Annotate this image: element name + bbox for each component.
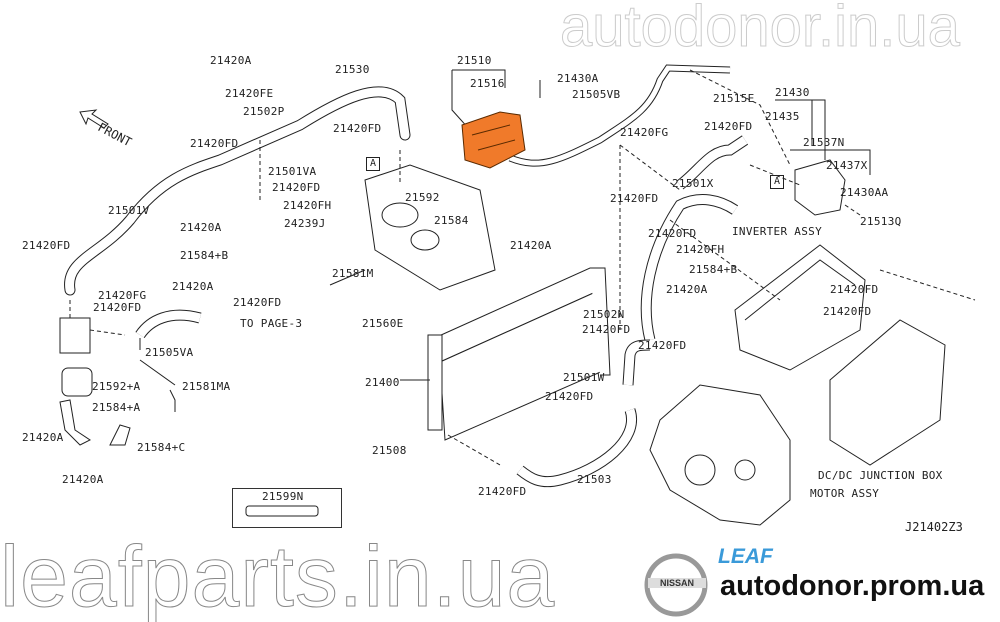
part-label: 21420FD bbox=[190, 137, 239, 150]
part-label: 21420FG bbox=[98, 289, 147, 302]
part-21599n-box bbox=[232, 488, 342, 528]
reservoir-21430 bbox=[794, 159, 846, 216]
part-label: 21420A bbox=[172, 280, 214, 293]
part-label: 21584+C bbox=[137, 441, 186, 454]
part-label: 21420FD bbox=[272, 181, 321, 194]
part-label: 21513Q bbox=[860, 215, 902, 228]
part-label: 21505VB bbox=[572, 88, 621, 101]
part-label: 21584 bbox=[434, 214, 469, 227]
part-label: 21501VA bbox=[268, 165, 317, 178]
reference-marker-a: A bbox=[366, 157, 380, 171]
front-arrow-icon bbox=[79, 109, 109, 129]
part-label: 21420FD bbox=[478, 485, 527, 498]
part-label: 21420A bbox=[62, 473, 104, 486]
part-label: 21537N bbox=[803, 136, 845, 149]
part-label: 21420FD bbox=[823, 305, 872, 318]
part-label: 21420FD bbox=[582, 323, 631, 336]
part-label: 21508 bbox=[372, 444, 407, 457]
part-label: 21420FH bbox=[676, 243, 725, 256]
model-name: LEAF bbox=[718, 545, 773, 568]
part-label: 21581M bbox=[332, 267, 374, 280]
part-label: 21560E bbox=[362, 317, 404, 330]
dcdc-junction-box bbox=[829, 319, 946, 466]
part-label: MOTOR ASSY bbox=[810, 487, 880, 500]
part-label: 21420FD bbox=[638, 339, 687, 352]
part-label: 21420FD bbox=[545, 390, 594, 403]
part-label: 21505VA bbox=[145, 346, 194, 359]
inverter-assy bbox=[734, 244, 866, 371]
part-label: 21430 bbox=[775, 86, 810, 99]
radiator-21400 bbox=[427, 267, 611, 441]
part-label: TO PAGE-3 bbox=[240, 317, 303, 330]
part-label: 21515E bbox=[713, 92, 755, 105]
part-label: 21501W bbox=[563, 371, 605, 384]
part-label: 21420A bbox=[210, 54, 252, 67]
part-label: 21420FD bbox=[333, 122, 382, 135]
part-label: 21420FE bbox=[225, 87, 274, 100]
part-label: INVERTER ASSY bbox=[732, 225, 822, 238]
part-label: 21420FD bbox=[648, 227, 697, 240]
part-label: 21584+A bbox=[92, 401, 141, 414]
part-label: 21581MA bbox=[182, 380, 231, 393]
nissan-logo-text: NISSAN bbox=[648, 578, 706, 588]
part-label: 21503 bbox=[577, 473, 612, 486]
part-label: 21592 bbox=[405, 191, 440, 204]
part-label: 21420FD bbox=[22, 239, 71, 252]
watermark-bottom: autodonor.in.ua bbox=[560, 0, 961, 59]
part-label: 21420FD bbox=[704, 120, 753, 133]
part-label: 21420FH bbox=[283, 199, 332, 212]
motor-assy bbox=[649, 384, 791, 526]
part-label: 21420A bbox=[666, 283, 708, 296]
part-label: 21516 bbox=[470, 77, 505, 90]
part-label: 21501V bbox=[108, 204, 150, 217]
part-label: 21420A bbox=[22, 431, 64, 444]
watermark-top: leafparts.in.ua bbox=[0, 529, 556, 622]
part-label: 21420FG bbox=[620, 126, 669, 139]
reference-marker-a: A bbox=[770, 175, 784, 189]
part-label: 21420A bbox=[180, 221, 222, 234]
part-label: 21592+A bbox=[92, 380, 141, 393]
part-label: 21584+B bbox=[689, 263, 738, 276]
part-label: 21599N bbox=[262, 490, 304, 503]
part-label: 24239J bbox=[284, 217, 326, 230]
part-label: DC/DC JUNCTION BOX bbox=[818, 469, 943, 482]
part-label: 21530 bbox=[335, 63, 370, 76]
part-label: 21420FD bbox=[610, 192, 659, 205]
part-label: 21430A bbox=[557, 72, 599, 85]
part-label: 21420FD bbox=[93, 301, 142, 314]
part-label: 21501X bbox=[672, 177, 714, 190]
part-label: 21420FD bbox=[830, 283, 879, 296]
reservoir-tank-21510 bbox=[461, 111, 526, 169]
part-label: 21510 bbox=[457, 54, 492, 67]
site-link[interactable]: autodonor.prom.ua bbox=[720, 570, 985, 602]
diagram-code: J21402Z3 bbox=[905, 520, 963, 534]
part-label: 21502N bbox=[583, 308, 625, 321]
part-label: 21400 bbox=[365, 376, 400, 389]
part-label: 21502P bbox=[243, 105, 285, 118]
part-label: 21430AA bbox=[840, 186, 889, 199]
part-label: 21584+B bbox=[180, 249, 229, 262]
part-label: 21420FD bbox=[233, 296, 282, 309]
part-label: 21437X bbox=[826, 159, 868, 172]
part-label: 21435 bbox=[765, 110, 800, 123]
part-label: 21420A bbox=[510, 239, 552, 252]
